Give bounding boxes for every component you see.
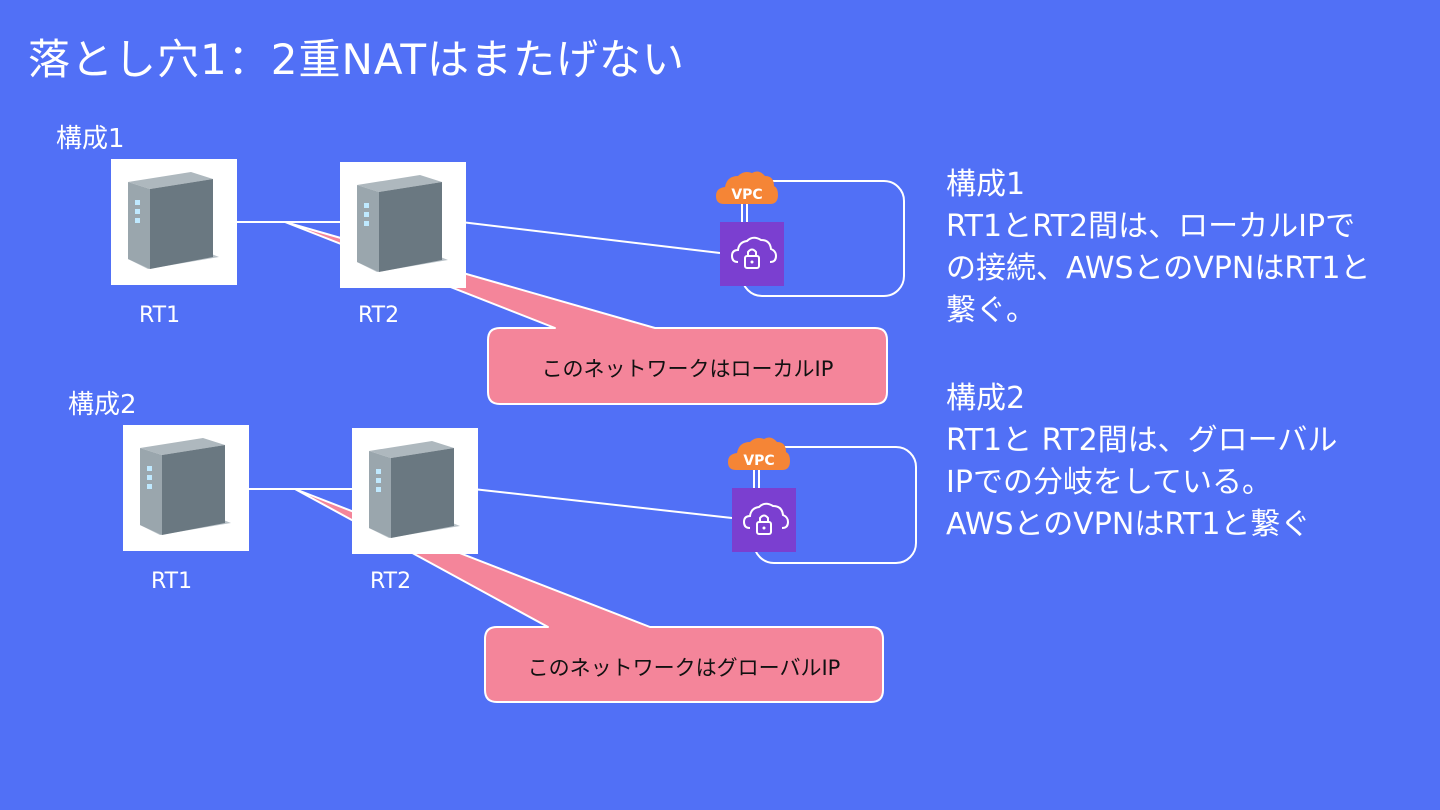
description-config2: 構成2 RT1と RT2間は、グローバル IPでの分岐をしている。 AWSとのV… <box>946 378 1337 546</box>
router-rt1 <box>111 159 237 285</box>
router-rt2 <box>340 162 466 288</box>
config1-label: 構成1 <box>56 124 125 154</box>
server-icon <box>128 172 219 269</box>
vpn-gateway-icon <box>732 488 796 552</box>
rt1-label: RT1 <box>139 303 181 328</box>
description-line: RT1と RT2間は、グローバル <box>946 423 1338 458</box>
router-rt1 <box>123 425 249 551</box>
server-icon <box>369 441 460 538</box>
link-rt2-vpn <box>472 488 733 519</box>
callout-text: このネットワークはグローバルIP <box>527 656 841 680</box>
description-heading: 構成1 <box>946 167 1026 202</box>
router-rt2 <box>352 428 478 554</box>
vpn-gateway-icon <box>720 222 784 286</box>
rt1-label: RT1 <box>151 569 193 594</box>
vpc-cloud-icon: VPC <box>728 437 790 470</box>
config2-label: 構成2 <box>68 390 137 420</box>
vpc-badge-text: VPC <box>743 453 774 469</box>
vpc-badge-text: VPC <box>731 187 762 203</box>
description-config1: 構成1 RT1とRT2間は、ローカルIPで の接続、AWSとのVPNはRT1と … <box>946 164 1370 332</box>
server-icon <box>357 175 448 272</box>
description-heading: 構成2 <box>946 381 1026 416</box>
description-line: RT1とRT2間は、ローカルIPで <box>946 209 1356 244</box>
rt2-label: RT2 <box>358 303 400 328</box>
description-line: 繋ぐ。 <box>946 293 1036 328</box>
rt2-label: RT2 <box>370 569 412 594</box>
server-icon <box>140 438 231 535</box>
link-rt2-vpn <box>460 221 721 254</box>
description-line: AWSとのVPNはRT1と繋ぐ <box>946 507 1311 542</box>
description-line: の接続、AWSとのVPNはRT1と <box>946 251 1371 286</box>
slide-title: 落とし穴1：2重NATはまたげない <box>28 35 685 84</box>
callout-text: このネットワークはローカルIP <box>541 357 834 381</box>
config2-connections <box>248 446 917 703</box>
description-line: IPでの分岐をしている。 <box>946 465 1273 500</box>
vpc-cloud-icon: VPC <box>716 171 778 204</box>
callout-bubble <box>294 488 884 703</box>
